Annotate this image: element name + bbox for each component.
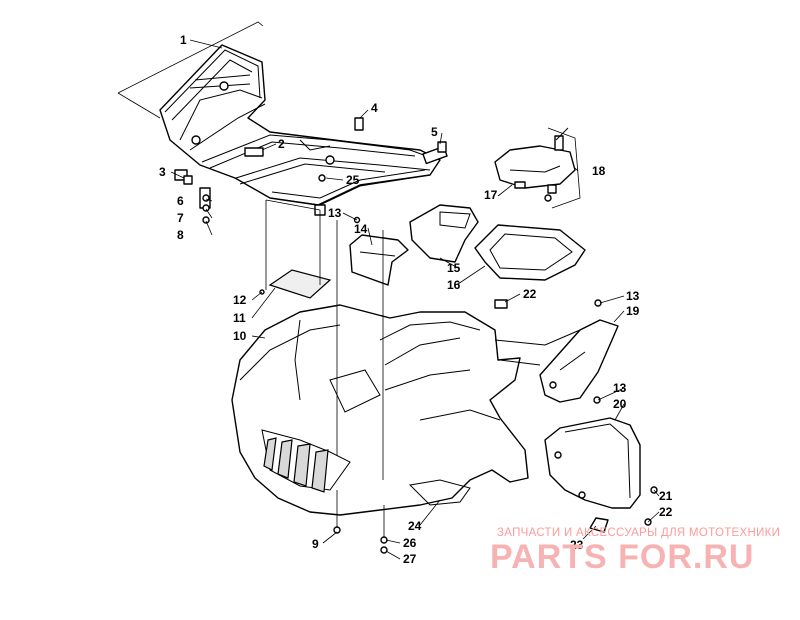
storage-tray (409, 204, 586, 281)
decal-pad (268, 269, 332, 299)
front-rack (117, 21, 448, 216)
callout-26: 26 (403, 536, 417, 550)
callout-labels: 1 2 3 4 5 6 7 8 9 10 11 12 13 13 13 14 1… (159, 33, 673, 566)
callout-22-middle: 22 (523, 287, 537, 301)
callout-7: 7 (177, 211, 184, 225)
storage-lid (494, 127, 581, 209)
watermark-logo: PARTS FOR.RU (490, 538, 755, 576)
callout-15: 15 (447, 261, 461, 275)
side-panel (539, 319, 619, 403)
bracket (349, 234, 409, 286)
leader-lines (170, 39, 660, 560)
callout-8: 8 (177, 228, 184, 242)
callout-14: 14 (354, 222, 368, 236)
callout-25: 25 (346, 173, 360, 187)
callout-22-bottom: 22 (659, 505, 673, 519)
callout-23: 23 (570, 538, 584, 552)
callout-13-right-lower: 13 (613, 381, 627, 395)
callout-9: 9 (312, 537, 319, 551)
callout-17: 17 (484, 188, 498, 202)
callout-12: 12 (233, 293, 247, 307)
callout-27: 27 (403, 552, 417, 566)
callout-11: 11 (233, 311, 246, 325)
callout-6: 6 (177, 194, 184, 208)
assembly-lines (265, 199, 385, 538)
callout-20: 20 (613, 397, 627, 411)
callout-1: 1 (180, 33, 187, 47)
watermark-caption: ЗАПЧАСТИ И АКСЕССУАРЫ ДЛЯ МОТОТЕХНИКИ (497, 527, 781, 539)
callout-21: 21 (659, 489, 673, 503)
callout-3: 3 (159, 165, 166, 179)
callout-16: 16 (447, 278, 461, 292)
side-shield (544, 417, 641, 533)
callout-4: 4 (371, 101, 378, 115)
callout-5: 5 (431, 125, 438, 139)
callout-13-top: 13 (328, 206, 342, 220)
callout-13-right-upper: 13 (626, 289, 640, 303)
callout-10: 10 (233, 329, 247, 343)
callout-24: 24 (408, 519, 422, 533)
callout-2: 2 (278, 137, 285, 151)
front-fender (231, 304, 581, 516)
callout-18: 18 (592, 164, 606, 178)
callout-19: 19 (626, 304, 640, 318)
